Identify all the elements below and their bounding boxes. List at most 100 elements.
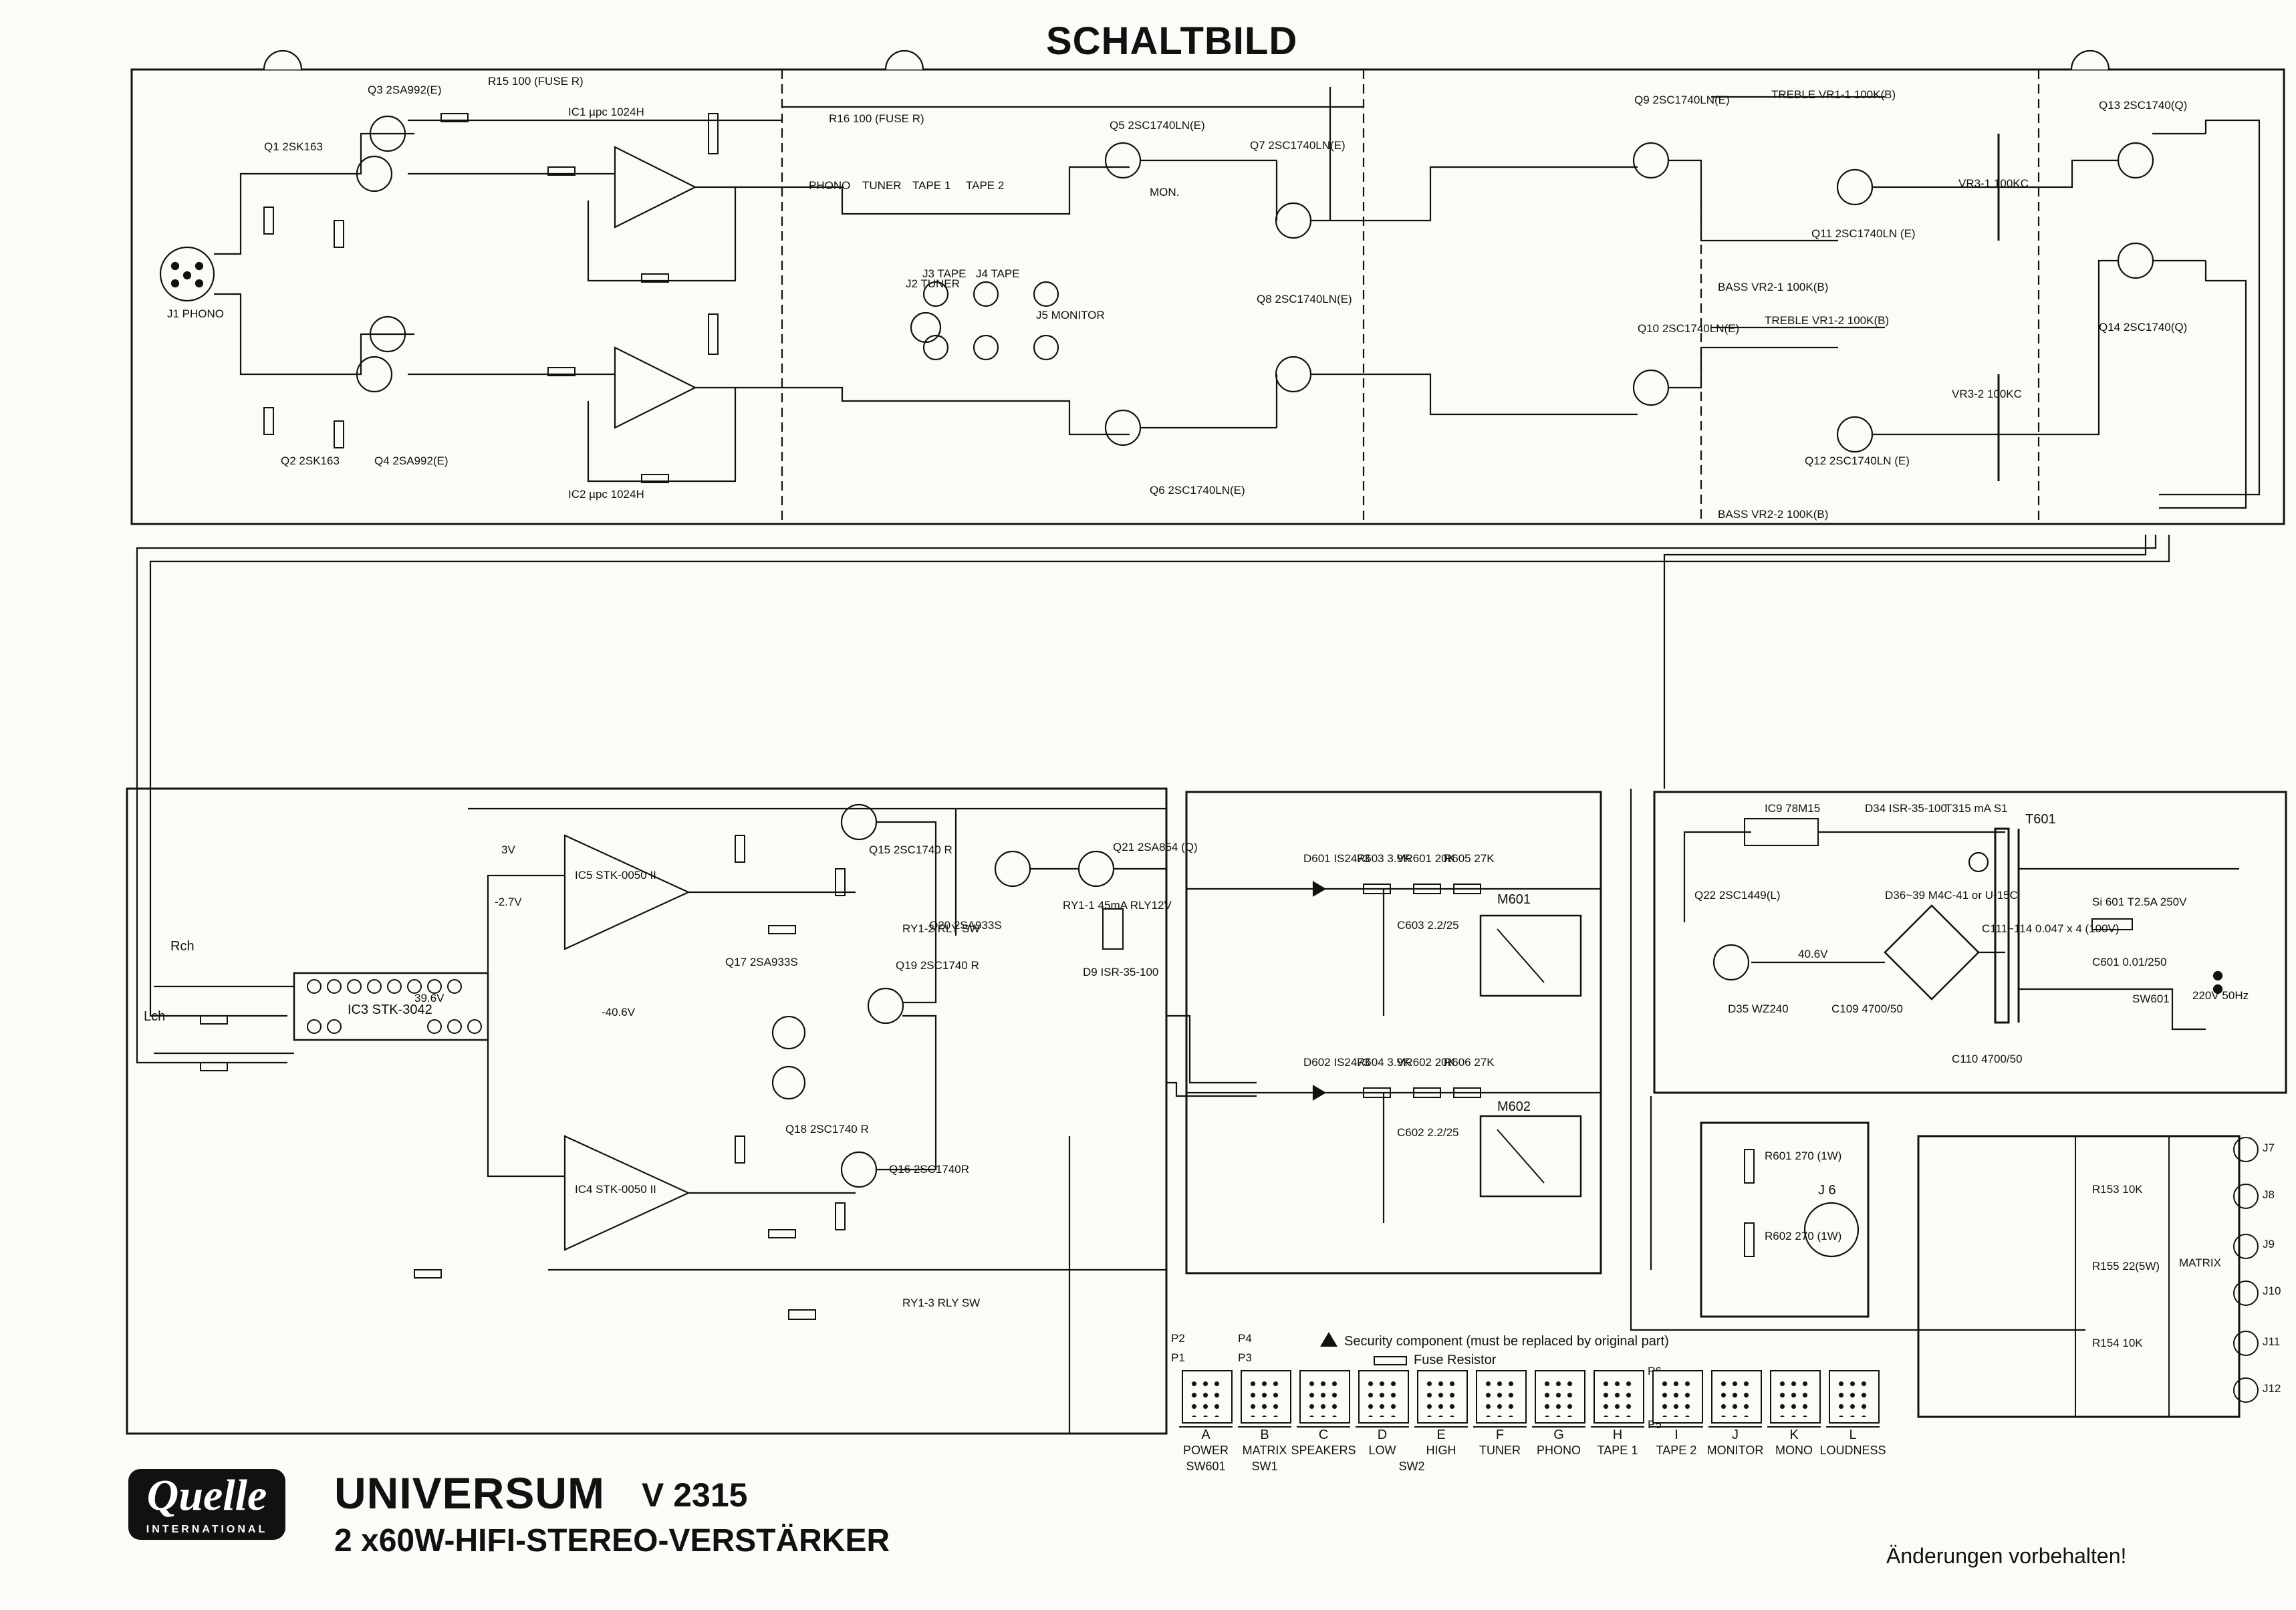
label-ry1-3: RY1-3 RLY SW (902, 1297, 981, 1309)
fuse-resistor-icon (1374, 1355, 1407, 1365)
label-mains: 220V 50Hz (2192, 989, 2249, 1002)
legend-security: Security component (must be replaced by … (1320, 1332, 1669, 1349)
switch-label: TAPE 2 (1656, 1444, 1697, 1457)
label-q19: Q19 2SC1740 R (896, 959, 979, 972)
transistor-q12 (1836, 416, 1874, 453)
label-j4: J4 TAPE (976, 267, 1020, 280)
label-q11: Q11 2SC1740LN (E) (1811, 227, 1916, 240)
switch-letter: L (1826, 1426, 1880, 1443)
selector-tape1: TAPE 1 (912, 179, 951, 192)
label-j12: J12 (2263, 1382, 2281, 1395)
switch-sublabel: SW1 (1251, 1460, 1278, 1473)
switch-contacts-h (1593, 1370, 1644, 1424)
speaker-terminal-board (1917, 1135, 2241, 1418)
label-q4: Q4 2SA992(E) (374, 454, 449, 467)
transistor-q21 (1077, 850, 1115, 888)
label-q15: Q15 2SC1740 R (869, 843, 952, 856)
label-c601: C601 0.01/250 (2092, 956, 2167, 968)
label-r606: R606 27K (1444, 1056, 1495, 1069)
jack-j5a (1033, 281, 1059, 307)
label-d602: D602 IS2473 (1303, 1056, 1370, 1069)
label-vr602: VR602 20K (1397, 1056, 1455, 1069)
legend-fuse: Fuse Resistor (1374, 1353, 1496, 1368)
transistor-q6 (1104, 409, 1142, 446)
opamp-ic1 (614, 146, 697, 229)
label-q16: Q16 2SC1740R (889, 1163, 970, 1176)
label-j7: J7 (2263, 1142, 2275, 1154)
switch-contacts-i (1652, 1370, 1703, 1424)
switch-label: LOUDNESS (1819, 1444, 1886, 1457)
transistor-q22 (1712, 944, 1750, 981)
schematic-title: SCHALTBILD (1046, 19, 1298, 63)
label-q12: Q12 2SC1740LN (E) (1805, 454, 1910, 467)
label-phono-jack: J1 PHONO (167, 307, 225, 320)
label-ic4: IC4 STK-0050 II (575, 1183, 656, 1196)
label-c110: C110 4700/50 (1952, 1053, 2023, 1065)
label-m601: M601 (1497, 892, 1531, 907)
jack-j2 (910, 311, 942, 344)
label-r601: R601 270 (1W) (1765, 1150, 1842, 1162)
jack-j4b (973, 334, 999, 361)
transistor-q3 (369, 115, 406, 152)
switch-contacts-e (1417, 1370, 1468, 1424)
label-q13: Q13 2SC1740(Q) (2099, 99, 2188, 112)
switch-letter: G (1532, 1426, 1585, 1443)
meter-m602 (1479, 1115, 1582, 1198)
power-supply-board (1653, 791, 2287, 1094)
label-q8: Q8 2SC1740LN(E) (1257, 293, 1352, 305)
switch-label: MATRIX (1242, 1444, 1287, 1457)
label-j9: J9 (2263, 1238, 2275, 1250)
meter-m601 (1479, 914, 1582, 997)
label-r153: R153 10K (2092, 1183, 2143, 1196)
label-ic1: IC1 µpc 1024H (568, 106, 644, 118)
label-ry1-1: RY1-1 45mA RLY12V (1063, 899, 1172, 912)
label-q6: Q6 2SC1740LN(E) (1150, 484, 1245, 497)
label-vr3-1: VR3-1 100KC (1958, 177, 2029, 190)
label-matrix: MATRIX (2179, 1256, 2221, 1269)
ic4-stk0050 (563, 1135, 690, 1251)
transistor-q14 (2117, 242, 2154, 279)
jack-j3b (922, 334, 949, 361)
label-treble2: TREBLE VR1-2 100K(B) (1765, 314, 1890, 327)
transistor-q15 (840, 803, 878, 841)
label-bass2: BASS VR2-2 100K(B) (1718, 508, 1829, 521)
label-r154: R154 10K (2092, 1337, 2143, 1349)
product-description: 2 x60W-HIFI-STEREO-VERSTÄRKER (334, 1523, 890, 1559)
switch-letter: F (1473, 1426, 1527, 1443)
jack-j4a (973, 281, 999, 307)
label-q10: Q10 2SC1740LN(E) (1638, 322, 1740, 335)
label-bass1: BASS VR2-1 100K(B) (1718, 281, 1829, 293)
connector-p3: P3 (1238, 1351, 1252, 1364)
label-treble1: TREBLE VR1-1 100K(B) (1771, 88, 1896, 101)
transistor-q17 (771, 1015, 806, 1050)
switch-label: TUNER (1479, 1444, 1521, 1457)
label-q9: Q9 2SC1740LN(E) (1634, 94, 1730, 106)
label-d9: D9 ISR-35-100 (1083, 966, 1159, 978)
label-vplus: 40.6V (1798, 948, 1828, 960)
jack-j3 (922, 281, 949, 307)
speaker-jack-j10 (2233, 1281, 2259, 1306)
switch-letter: D (1356, 1426, 1409, 1443)
transistor-q13 (2117, 142, 2154, 179)
label-q7: Q7 2SC1740LN(E) (1250, 139, 1346, 152)
meter-board (1185, 791, 1602, 1274)
fuse-si601 (2091, 918, 2133, 930)
phono-jack-j1 (159, 246, 215, 302)
label-q21: Q21 2SA854 (Q) (1113, 841, 1198, 853)
label-j2: J2 TUNER (906, 277, 960, 290)
switch-label: LOW (1368, 1444, 1396, 1457)
transistor-q20 (994, 850, 1031, 888)
switch-contacts-f (1476, 1370, 1527, 1424)
switch-contacts-j (1711, 1370, 1762, 1424)
switch-letter: J (1708, 1426, 1762, 1443)
label-lch: Lch (144, 1009, 166, 1024)
switch-letter: I (1650, 1426, 1703, 1443)
connector-p2: P2 (1171, 1332, 1185, 1345)
label-rch: Rch (170, 939, 195, 954)
selector-tuner: TUNER (862, 179, 902, 192)
ic3-stk3042 (293, 972, 489, 1041)
transistor-q5 (1104, 142, 1142, 179)
speaker-jack-j11 (2233, 1331, 2259, 1356)
label-j6: J 6 (1818, 1183, 1836, 1198)
label-q18: Q18 2SC1740 R (785, 1123, 869, 1135)
